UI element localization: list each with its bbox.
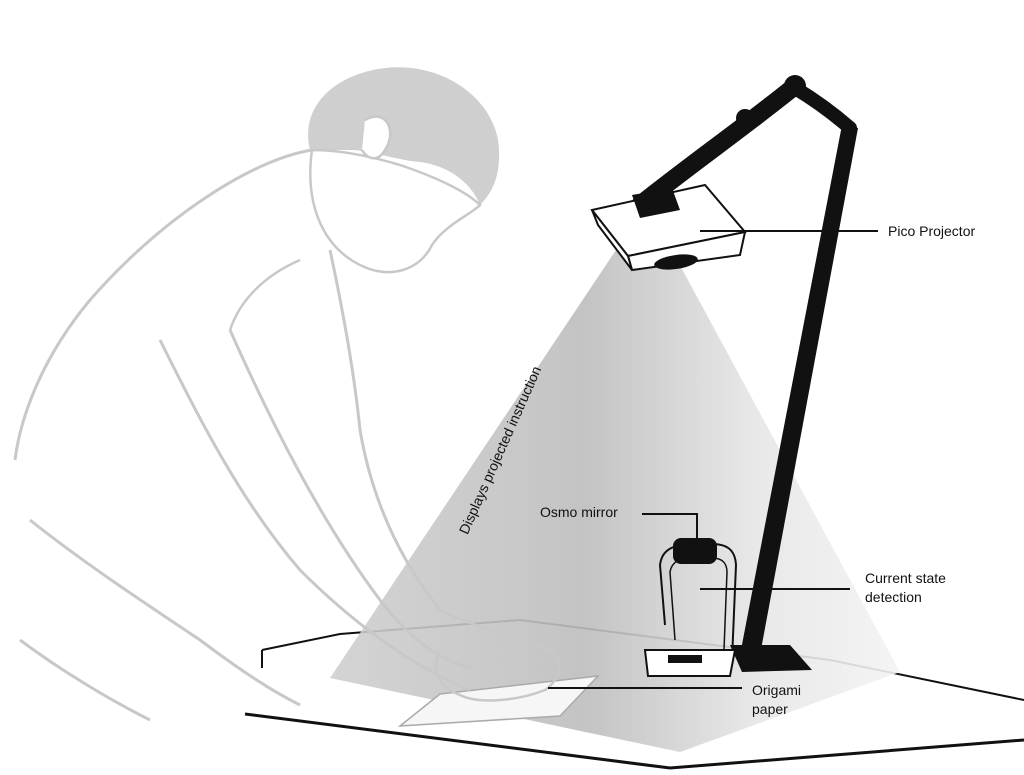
projector-front [591, 209, 633, 271]
person-head [309, 148, 482, 274]
table-front-edge [244, 712, 1024, 770]
lamp-joint-top [784, 75, 806, 97]
person-hand-fingers [489, 639, 549, 681]
pico-projector [590, 183, 747, 272]
person-other-arm [29, 518, 301, 707]
label-origami-paper: Origami paper [752, 681, 862, 719]
person-front-torso [328, 249, 442, 611]
label-current-state: Current state detection [865, 569, 975, 607]
stand-base-slot [668, 655, 702, 663]
label-current-state-line2: detection [865, 589, 922, 605]
label-origami-line2: paper [752, 701, 788, 717]
person-arm-outer [158, 339, 471, 692]
person-shoulder-line [228, 258, 301, 331]
lamp-base [730, 645, 812, 672]
lamp-pole [740, 125, 858, 655]
projector-mount [632, 188, 680, 218]
lamp-joint-mid [736, 109, 754, 127]
label-osmo-mirror: Osmo mirror [540, 504, 618, 520]
lamp-arm-upper [788, 81, 857, 135]
projector-lens [654, 254, 698, 270]
person-ear [360, 115, 392, 160]
person-back [13, 148, 313, 461]
person-hair [308, 67, 500, 205]
label-current-state-line1: Current state [865, 570, 946, 586]
person-hand [434, 608, 561, 702]
label-pico-projector: Pico Projector [888, 223, 976, 239]
person-arm-inner [228, 329, 471, 670]
lamp-arm-lower [631, 81, 799, 214]
osmo-mirror-clip [673, 538, 717, 564]
person [13, 67, 561, 722]
label-origami-line1: Origami [752, 682, 802, 698]
person-belly [19, 638, 151, 722]
leader-osmo-mirror [642, 513, 698, 540]
leader-lines [548, 230, 878, 689]
osmo-stand [643, 538, 738, 677]
